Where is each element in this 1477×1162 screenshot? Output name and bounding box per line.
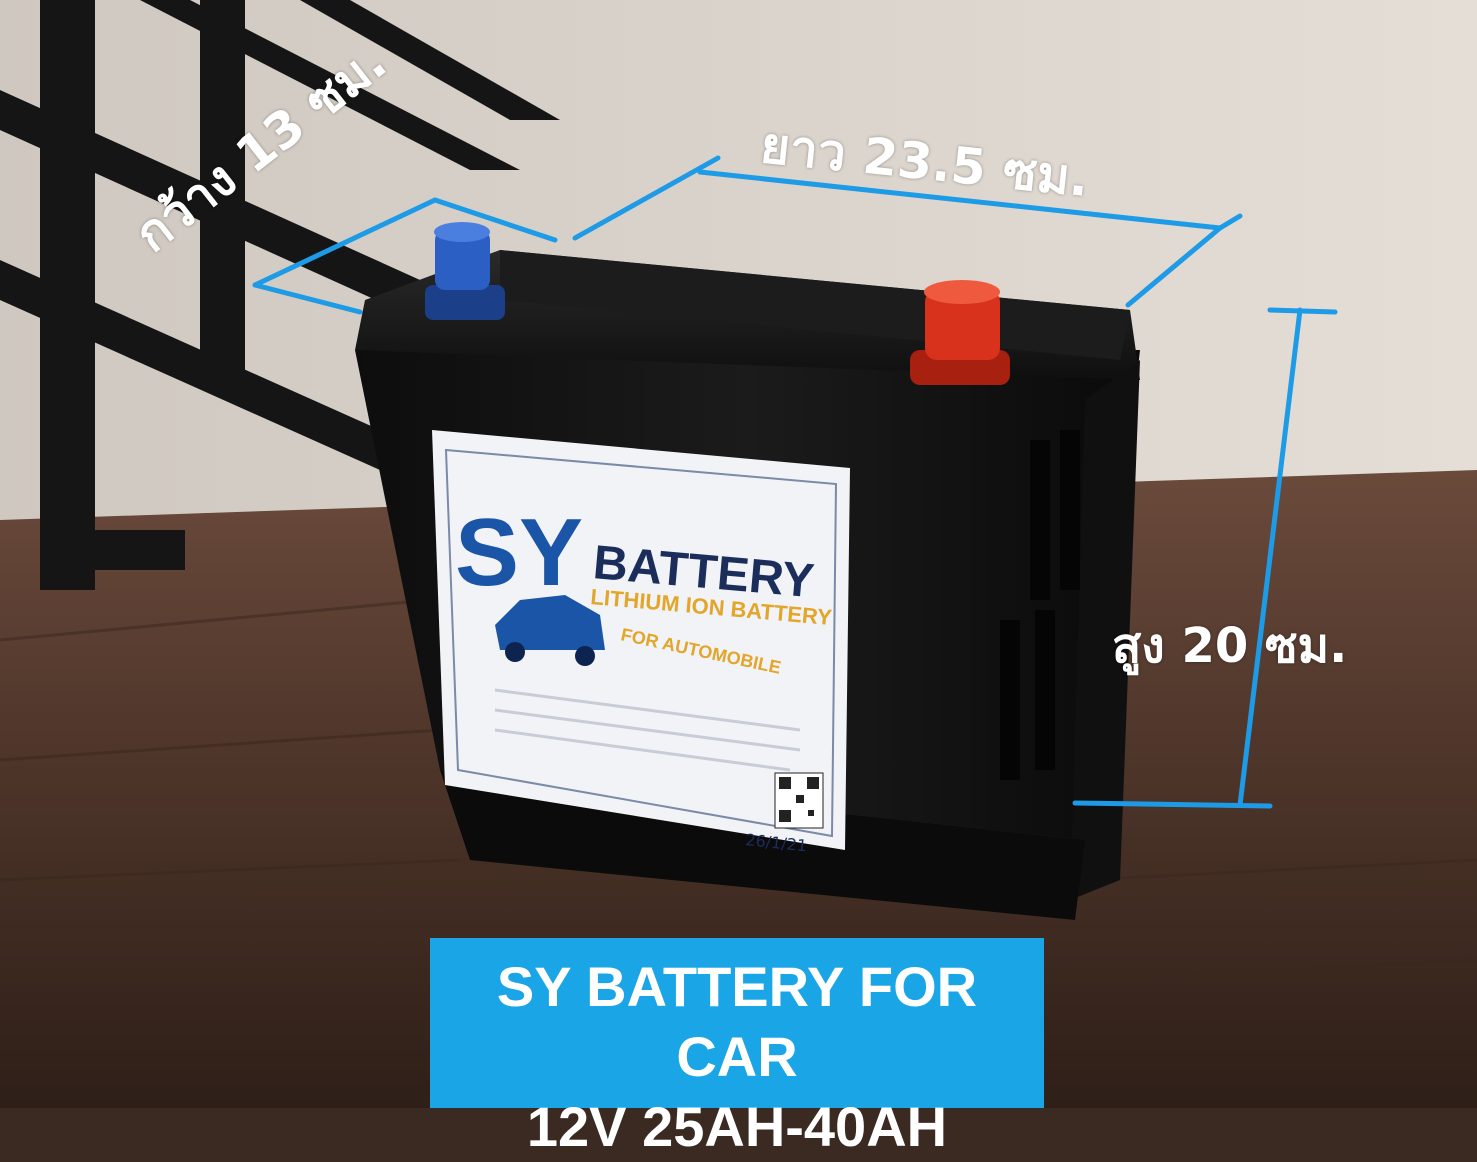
qr-code bbox=[774, 772, 824, 829]
height-dimension-label: สูง 20 ซม. bbox=[1112, 618, 1348, 674]
label-fine-print bbox=[494, 688, 801, 772]
terminal-positive bbox=[910, 280, 1010, 385]
length-line bbox=[697, 169, 1223, 231]
battery-label: SY BATTERY LITHIUM ION BATTERY FOR AUTOM… bbox=[432, 430, 850, 855]
height-line bbox=[1237, 307, 1303, 808]
label-brand-big: SY bbox=[455, 499, 583, 606]
wood-grain bbox=[0, 598, 1477, 982]
caption-line-2: 12V 25AH-40AH bbox=[526, 1095, 948, 1158]
caption-line-1: SY BATTERY FOR CAR bbox=[496, 955, 978, 1088]
width-line bbox=[252, 197, 438, 288]
car-illustration bbox=[495, 595, 605, 666]
dimension-lines bbox=[252, 155, 1338, 809]
terminal-negative bbox=[425, 222, 505, 320]
photo-scene: SY BATTERY LITHIUM ION BATTERY FOR AUTOM… bbox=[0, 0, 1477, 1108]
stair-railing bbox=[0, 0, 560, 590]
product-caption: SY BATTERY FOR CAR 12V 25AH-40AH bbox=[430, 938, 1044, 1158]
